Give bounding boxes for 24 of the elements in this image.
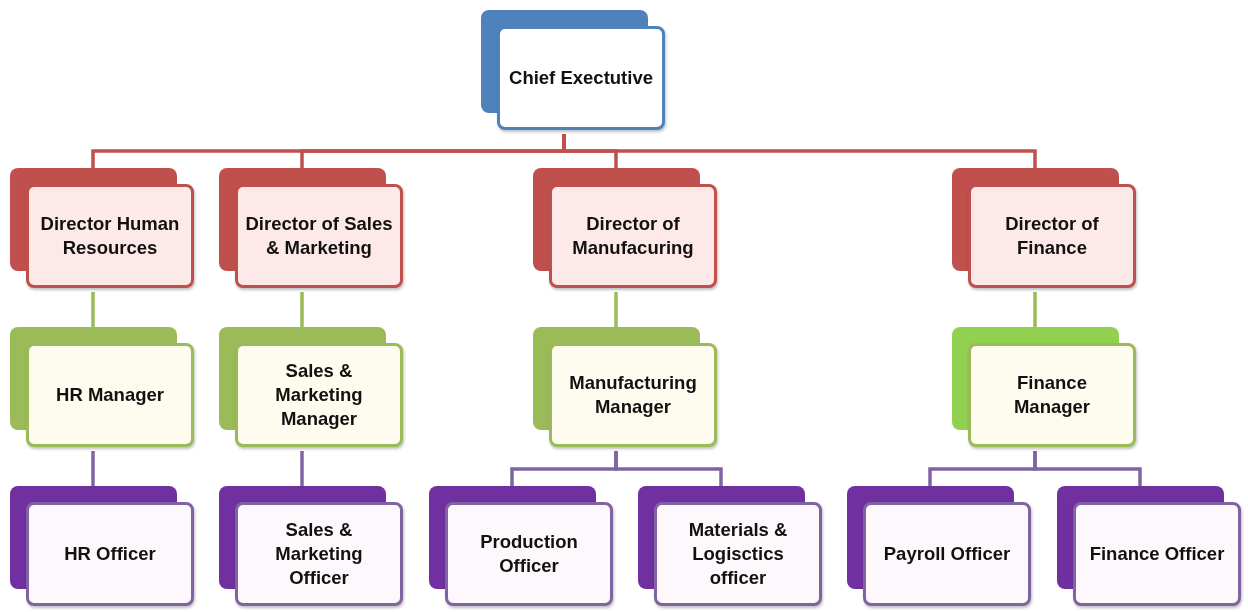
role-title: HR Manager [56,383,164,407]
connector-line [614,292,618,327]
role-title: Finance Officer [1089,542,1225,566]
role-title: Director of Sales & Marketing [244,212,394,260]
role-title: Production Officer [479,530,579,578]
role-title: Sales & Marketing Manager [274,359,364,431]
connector-line [1033,292,1037,327]
role-title: Chief Exectutive [509,66,653,90]
role-title: Materials & Logisctics officer [687,518,789,590]
role-title: Payroll Officer [883,542,1011,566]
role-title: Finance Manager [1012,371,1092,419]
role-title: Sales & Marketing Officer [274,518,364,590]
connector-line [91,451,95,486]
role-title: Director of Finance [1004,212,1100,260]
connector-line [614,451,723,486]
connector-line [1033,451,1142,486]
connector-line [300,292,304,327]
role-title: HR Officer [64,542,156,566]
connector-line [91,292,95,327]
connector-line [562,134,1037,168]
role-title: Director Human Resources [39,212,181,260]
role-title: Manufacturing Manager [568,371,698,419]
connector-line [300,451,304,486]
role-title: Director of Manufacuring [571,212,695,260]
